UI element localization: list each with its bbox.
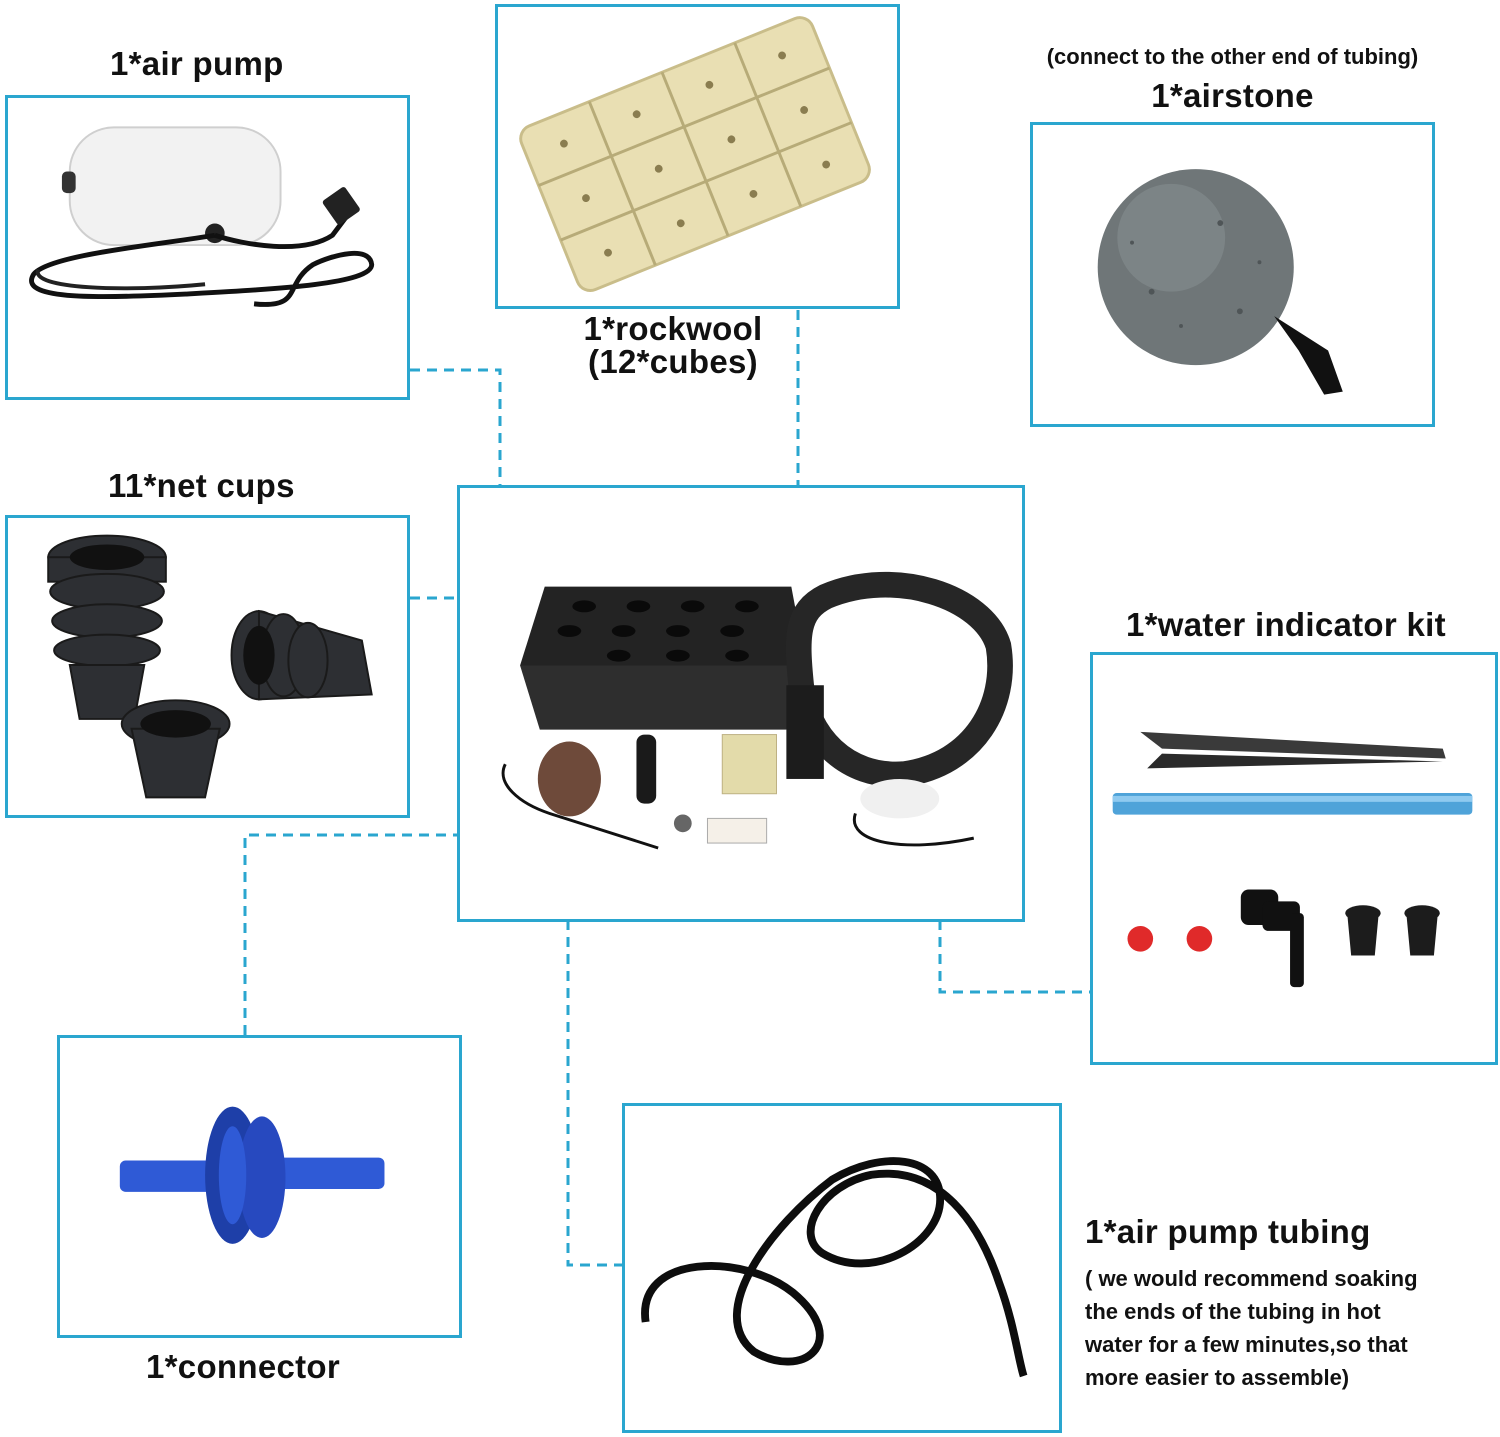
tubing-note-line-2: the ends of the tubing in hot [1085, 1299, 1381, 1324]
net-cups-box [5, 515, 410, 818]
connector-box [57, 1035, 462, 1338]
tubing-box [622, 1103, 1062, 1433]
line-water-indicator [938, 920, 1090, 994]
rockwool-box [495, 4, 900, 309]
air-pump-label: 1*air pump [110, 45, 284, 82]
net-cup-icon [47, 534, 373, 799]
airstone-note: (connect to the other end of tubing) [1046, 44, 1419, 69]
line-tubing [566, 920, 622, 1267]
connector-label: 1*connector [146, 1348, 341, 1385]
net-cups-label: 11*net cups [108, 467, 295, 504]
air-tubing-icon [641, 1157, 1028, 1378]
check-valve-connector-icon [119, 1106, 385, 1244]
rockwool-cubes-icon [519, 16, 871, 292]
tubing-note-line-1: ( we would recommend soaking [1085, 1266, 1418, 1291]
airstone-icon [1097, 169, 1343, 395]
line-connector [243, 833, 457, 1035]
air-pump-box [5, 95, 410, 400]
tubing-label: 1*air pump tubing [1085, 1213, 1371, 1250]
kit-box [457, 485, 1025, 922]
hydroponic-kit-icon [501, 571, 1013, 850]
airstone-label: 1*airstone [1151, 77, 1314, 114]
air-pump-icon [29, 126, 375, 307]
tubing-note-line-4: more easier to assemble) [1085, 1365, 1350, 1390]
tubing-note-line-3: water for a few minutes,so that [1085, 1332, 1408, 1357]
rockwool-label-line1: 1*rockwool [583, 310, 763, 347]
water-indicator-box [1090, 652, 1498, 1065]
airstone-box [1030, 122, 1435, 427]
line-air-pump [410, 368, 502, 487]
water-indicator-kit-icon [1112, 731, 1473, 988]
rockwool-label-line2: (12*cubes) [588, 343, 758, 380]
water-indicator-label: 1*water indicator kit [1126, 606, 1446, 643]
